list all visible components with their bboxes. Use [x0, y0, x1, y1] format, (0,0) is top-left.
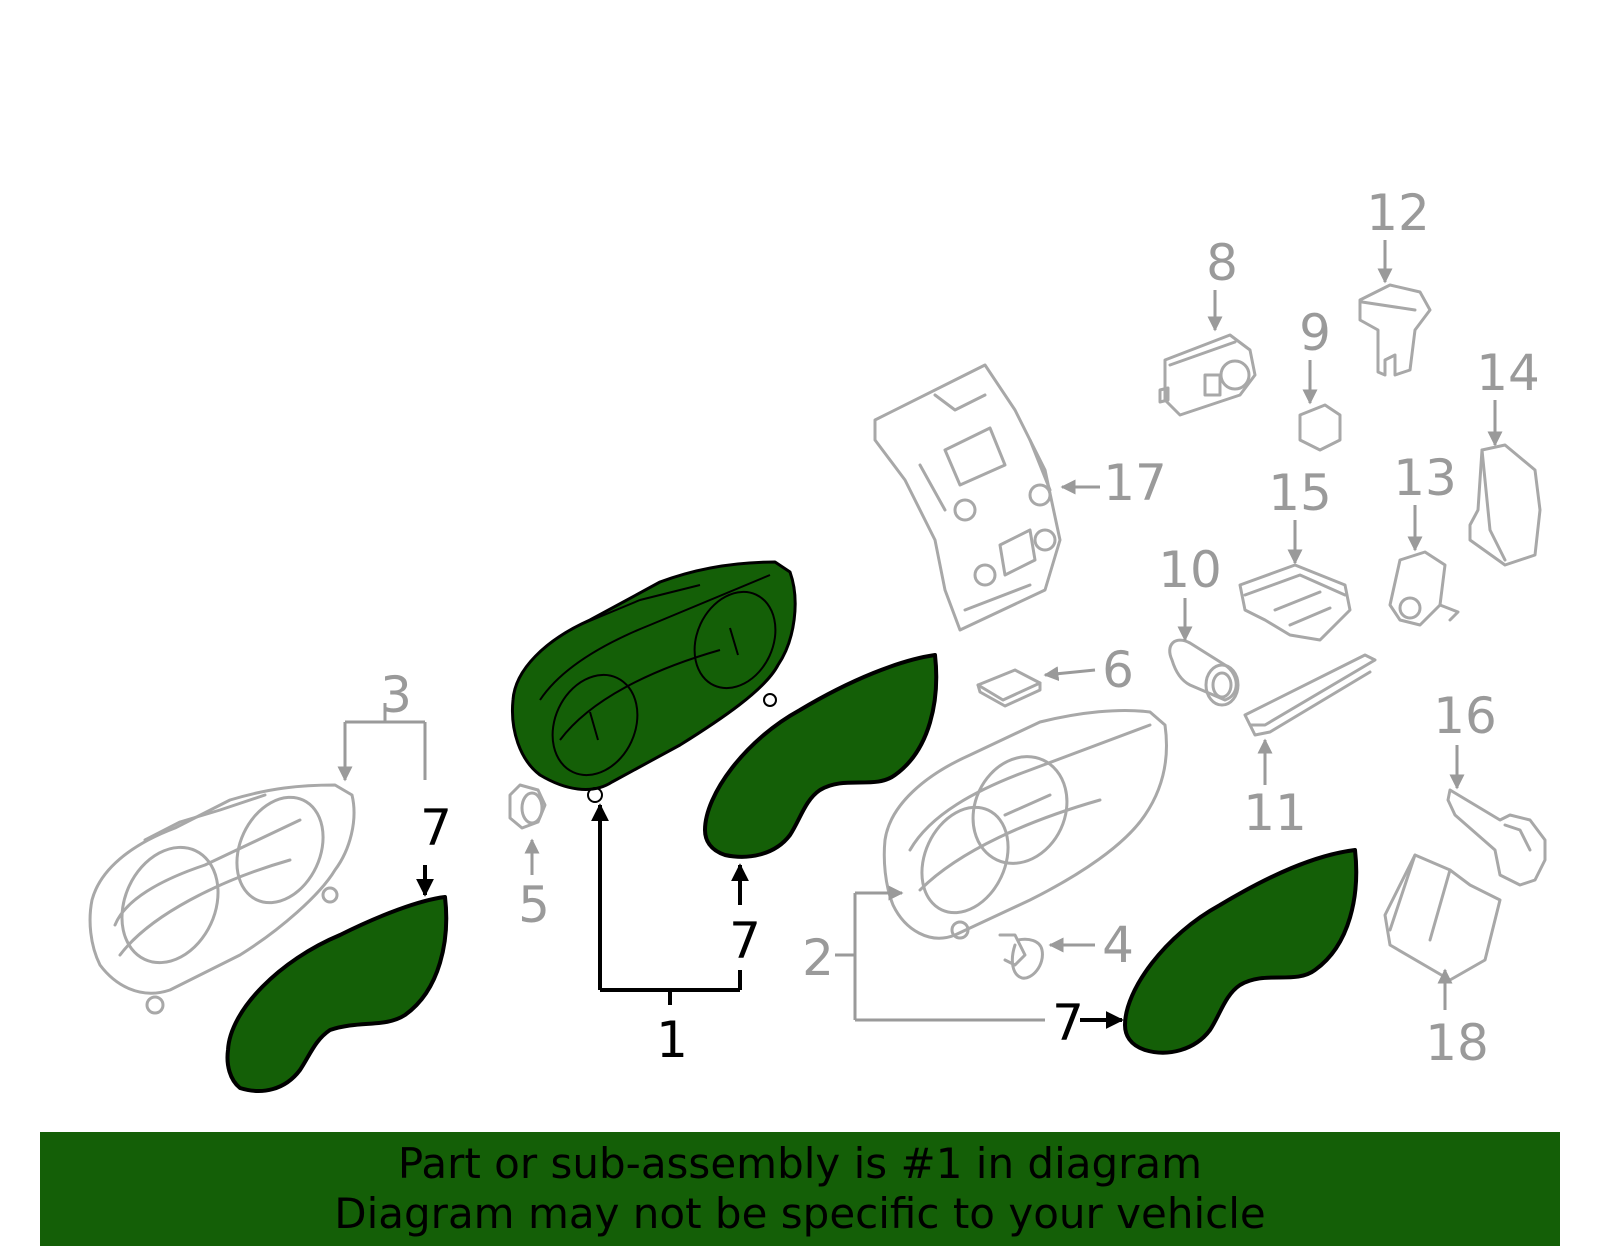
switch-part-9	[1298, 360, 1342, 452]
bar-part-11	[1243, 653, 1377, 785]
lens-left	[225, 895, 449, 1093]
callout-7-right: 7	[1052, 994, 1084, 1052]
bracket-part-18	[1383, 853, 1502, 1010]
callout-15: 15	[1268, 464, 1332, 522]
callout-7-center: 7	[729, 912, 761, 970]
instrument-cluster-right	[882, 708, 1168, 940]
callout-13: 13	[1393, 449, 1457, 507]
callout-1-leader	[591, 803, 742, 1005]
switch-part-8	[1158, 290, 1257, 417]
footer-line-2: Diagram may not be specific to your vehi…	[334, 1189, 1266, 1238]
callout-3: 3	[380, 666, 412, 724]
footer-banner-bg	[40, 1132, 1560, 1246]
callout-1: 1	[656, 1011, 688, 1069]
callout-9: 9	[1299, 304, 1331, 362]
switch-part-13	[1388, 505, 1460, 627]
footer-line-1: Part or sub-assembly is #1 in diagram	[397, 1139, 1203, 1188]
center-bezel-part-17	[873, 363, 1100, 632]
callout-10: 10	[1158, 541, 1222, 599]
sensor-part-16	[1446, 745, 1547, 887]
callout-17: 17	[1103, 454, 1167, 512]
callout-12: 12	[1366, 184, 1430, 242]
socket-part-10	[1168, 598, 1240, 707]
callout-3-leader	[337, 703, 427, 782]
callout-14: 14	[1476, 344, 1540, 402]
callout-6: 6	[1102, 641, 1134, 699]
callout-16: 16	[1433, 687, 1497, 745]
module-part-14	[1468, 400, 1542, 567]
callout-7-left: 7	[420, 799, 452, 857]
screw-part-4	[998, 933, 1095, 980]
callout-18: 18	[1425, 1014, 1489, 1072]
footer-banner: Part or sub-assembly is #1 in diagram Di…	[40, 1132, 1560, 1246]
callout-11: 11	[1243, 784, 1307, 842]
button-part-12	[1358, 240, 1432, 377]
instrument-cluster-left	[88, 783, 356, 1015]
callout-4: 4	[1102, 916, 1134, 974]
lens-right	[1123, 848, 1359, 1055]
lens-center	[703, 653, 939, 859]
instrument-cluster-main	[510, 560, 797, 803]
connector-part-15	[1238, 520, 1352, 642]
callout-5: 5	[518, 876, 550, 934]
callout-2-leader	[835, 885, 1045, 1022]
callout-8: 8	[1206, 234, 1238, 292]
callout-2: 2	[802, 929, 834, 987]
nut-part-5	[508, 783, 547, 875]
clip-part-6	[976, 666, 1096, 708]
